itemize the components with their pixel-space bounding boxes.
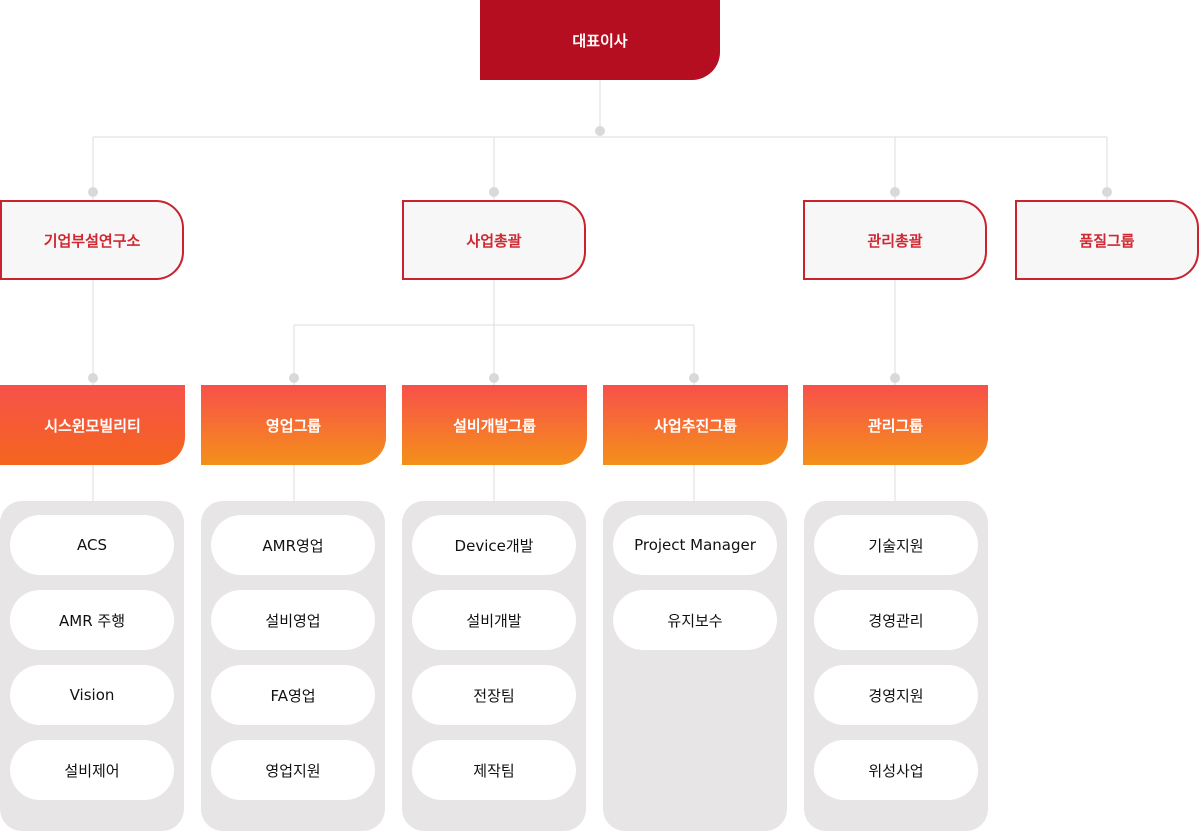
team-panel: ACS AMR 주행 Vision 설비제어 [0, 501, 184, 831]
team-panel: 기술지원 경영관리 경영지원 위성사업 [804, 501, 988, 831]
division-quality: 품질그룹 [1015, 200, 1199, 280]
division-label: 관리총괄 [867, 231, 923, 250]
ceo-node: 대표이사 [480, 0, 720, 80]
team-item: AMR 주행 [10, 590, 174, 650]
team-panel: AMR영업 설비영업 FA영업 영업지원 [201, 501, 385, 831]
group-label: 시스윈모빌리티 [44, 416, 141, 435]
team-item: 전장팀 [412, 665, 576, 725]
team-item: 경영지원 [814, 665, 978, 725]
team-item: 제작팀 [412, 740, 576, 800]
team-item: Vision [10, 665, 174, 725]
group-node: 영업그룹 [201, 385, 386, 465]
division-label: 품질그룹 [1079, 231, 1135, 250]
group-label: 설비개발그룹 [453, 416, 536, 435]
team-item: FA영업 [211, 665, 375, 725]
team-item: ACS [10, 515, 174, 575]
team-item: 기술지원 [814, 515, 978, 575]
group-label: 영업그룹 [265, 416, 322, 435]
group-node: 시스윈모빌리티 [0, 385, 185, 465]
group-node: 관리그룹 [803, 385, 988, 465]
team-item: Device개발 [412, 515, 576, 575]
team-item: 영업지원 [211, 740, 375, 800]
division-research-institute: 기업부설연구소 [0, 200, 184, 280]
team-item: 설비제어 [10, 740, 174, 800]
team-panel: Device개발 설비개발 전장팀 제작팀 [402, 501, 586, 831]
team-item: 설비개발 [412, 590, 576, 650]
team-item: AMR영업 [211, 515, 375, 575]
group-label: 관리그룹 [867, 416, 924, 435]
team-item: 위성사업 [814, 740, 978, 800]
division-management: 관리총괄 [803, 200, 987, 280]
division-business: 사업총괄 [402, 200, 586, 280]
team-item: 설비영업 [211, 590, 375, 650]
team-panel: Project Manager 유지보수 [603, 501, 787, 831]
division-label: 사업총괄 [466, 231, 522, 250]
division-label: 기업부설연구소 [43, 231, 141, 250]
ceo-label: 대표이사 [572, 31, 628, 50]
team-item: 유지보수 [613, 590, 777, 650]
group-label: 사업추진그룹 [654, 416, 737, 435]
group-node: 사업추진그룹 [603, 385, 788, 465]
team-item: 경영관리 [814, 590, 978, 650]
group-node: 설비개발그룹 [402, 385, 587, 465]
team-item: Project Manager [613, 515, 777, 575]
